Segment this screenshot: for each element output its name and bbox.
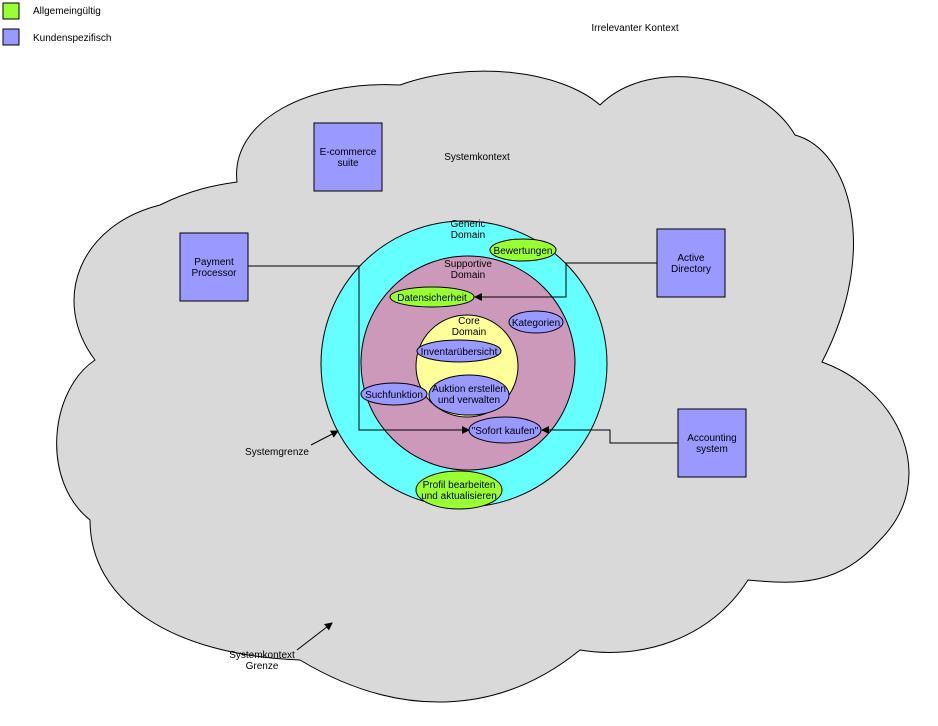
accounting-to-sofort-connector <box>541 426 678 444</box>
core-domain-label-line: Core <box>458 316 480 327</box>
feature-datensicherheit-label: Datensicherheit <box>397 293 467 304</box>
feature-sofort-kaufen <box>468 416 542 444</box>
feature-inventar-label-line: Inventarübersicht <box>421 347 498 358</box>
feature-inventar <box>416 339 502 363</box>
feature-sofort-kaufen-label: "Sofort kaufen" <box>472 426 539 437</box>
active-directory-label-line: Directory <box>671 264 711 275</box>
feature-sofort-kaufen-label-line: "Sofort kaufen" <box>472 426 539 437</box>
system-context-boundary-label-line: Grenze <box>246 661 279 672</box>
feature-datensicherheit-label-line: Datensicherheit <box>397 293 467 304</box>
feature-kategorien <box>508 310 564 334</box>
ecommerce-suite-box <box>313 122 383 192</box>
ecommerce-suite-label-line: suite <box>337 158 359 169</box>
payment-processor-box <box>179 232 249 302</box>
feature-bewertungen <box>489 238 557 262</box>
active-directory-label-line: Active <box>677 253 705 264</box>
payment-processor-label-line: Processor <box>191 268 237 279</box>
accounting-system-box <box>677 408 747 478</box>
system-context-label: Systemkontext <box>444 152 510 163</box>
system-context-boundary-label-line: Systemkontext <box>229 650 295 661</box>
legend-label-kundenspezifisch: Kundenspezifisch <box>33 33 111 44</box>
active-directory-box <box>656 228 726 298</box>
system-boundary-arrow <box>310 430 339 446</box>
feature-suchfunktion <box>360 382 428 406</box>
feature-auktion <box>428 374 510 416</box>
feature-suchfunktion-label: Suchfunktion <box>365 390 423 401</box>
generic-domain-label-line: Generic <box>450 219 485 230</box>
supportive-domain-label-line: Supportive <box>444 259 492 270</box>
accounting-system-label-line: Accounting <box>687 433 736 444</box>
payment-processor-label-line: Payment <box>194 257 234 268</box>
system-context-boundary-arrow <box>296 622 333 651</box>
feature-profil-label-line: und aktualisieren <box>421 491 497 502</box>
ecommerce-suite-label-line: E-commerce <box>320 147 377 158</box>
feature-bewertungen-label: Bewertungen <box>494 246 553 257</box>
feature-auktion-label-line: Auktion erstellen <box>432 384 506 395</box>
feature-kategorien-label-line: Kategorien <box>512 318 560 329</box>
supportive-domain-label-line: Domain <box>451 270 485 281</box>
feature-auktion-label-line: und verwalten <box>438 395 500 406</box>
payment-to-sofort-connector <box>248 265 470 434</box>
feature-bewertungen-label-line: Bewertungen <box>494 246 553 257</box>
feature-inventar-label: Inventarübersicht <box>421 347 498 358</box>
feature-suchfunktion-label-line: Suchfunktion <box>365 390 423 401</box>
irrelevant-context-label: Irrelevanter Kontext <box>591 23 678 34</box>
legend-swatch-allgemein <box>2 2 20 20</box>
generic-domain-label-line: Domain <box>451 230 485 241</box>
legend-label-allgemein: Allgemeingültig <box>33 6 101 17</box>
accounting-system-label-line: system <box>696 444 728 455</box>
core-domain-label-line: Domain <box>452 327 486 338</box>
feature-profil-label-line: Profil bearbeiten <box>423 480 496 491</box>
system-boundary-label: Systemgrenze <box>245 447 309 458</box>
legend-swatch-kundenspezifisch <box>2 28 20 46</box>
active-directory-to-datensicherheit-connector <box>474 262 657 301</box>
feature-kategorien-label: Kategorien <box>512 318 560 329</box>
feature-profil <box>415 470 503 510</box>
